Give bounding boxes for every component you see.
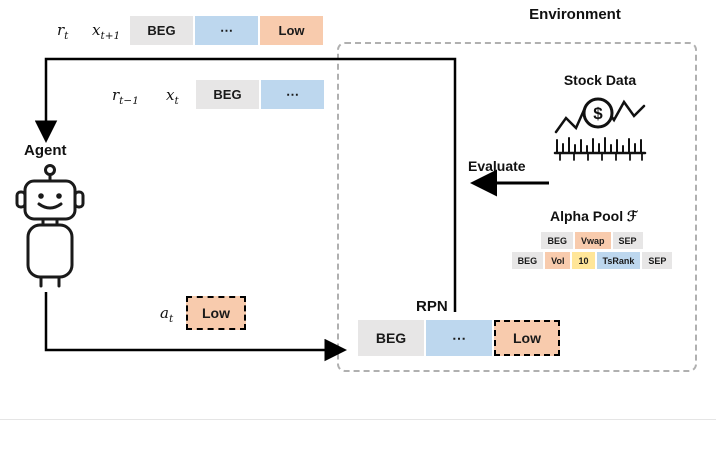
token-beg: BEG — [130, 16, 193, 45]
state-t-label: xt — [166, 86, 179, 107]
token-low: Low — [260, 16, 323, 45]
token-low: Low — [186, 296, 246, 330]
state-t1-label: xt+1 — [92, 21, 120, 42]
stock-data-label: Stock Data — [563, 72, 637, 88]
dollar-glyph: $ — [593, 104, 603, 123]
current-state-sequence: BEG⋯ — [196, 80, 324, 109]
token-low: Low — [494, 320, 560, 356]
token-beg: BEG — [511, 252, 544, 269]
reward-t-1-base: r — [112, 86, 120, 104]
token-beg: BEG — [358, 320, 424, 356]
rpn-label: RPN — [416, 298, 448, 315]
token-beg: BEG — [541, 232, 573, 249]
next-state-sequence: BEG⋯Low — [130, 16, 323, 45]
token-sep: SEP — [642, 252, 673, 269]
action-t-sub: t — [168, 313, 174, 325]
reward-t-label: rt — [57, 21, 68, 42]
rpn-tokens: BEG⋯Low — [358, 320, 560, 356]
token-tsrank: TsRank — [596, 252, 641, 269]
token-vwap: Vwap — [574, 232, 611, 249]
state-t1-sub: t+1 — [100, 30, 121, 42]
token-sep: SEP — [612, 232, 643, 249]
token-ellipsis: ⋯ — [261, 80, 324, 109]
action-t-label: at — [160, 304, 173, 325]
state-t-sub: t — [174, 95, 179, 107]
stock-data-icon: $ — [553, 97, 647, 161]
token-vol: Vol — [545, 252, 571, 269]
reward-t-base: r — [57, 21, 65, 39]
state-t-base: x — [166, 86, 175, 104]
agent-label: Agent — [24, 142, 67, 159]
reward-t-1-sub: t−1 — [119, 95, 139, 107]
state-t1-base: x — [92, 21, 101, 39]
action-token-box: Low — [186, 296, 246, 330]
token-10: 10 — [572, 252, 595, 269]
page-edge-line — [0, 419, 716, 420]
reward-t-sub: t — [64, 30, 69, 42]
alpha-pool-label: Alpha Pool ℱ — [550, 208, 639, 224]
current-state-tokens: BEG⋯ — [196, 80, 324, 109]
next-state-tokens: BEG⋯Low — [130, 16, 323, 45]
rpn-sequence: BEG⋯Low — [358, 320, 560, 356]
token-ellipsis: ⋯ — [195, 16, 258, 45]
action-t-base: a — [160, 304, 169, 322]
action-tokens: Low — [186, 296, 246, 330]
environment-label: Environment — [529, 6, 621, 23]
token-ellipsis: ⋯ — [426, 320, 492, 356]
evaluate-label: Evaluate — [468, 158, 526, 174]
reward-t-1-label: rt−1 — [112, 86, 139, 107]
robot-icon — [15, 164, 85, 288]
token-beg: BEG — [196, 80, 259, 109]
